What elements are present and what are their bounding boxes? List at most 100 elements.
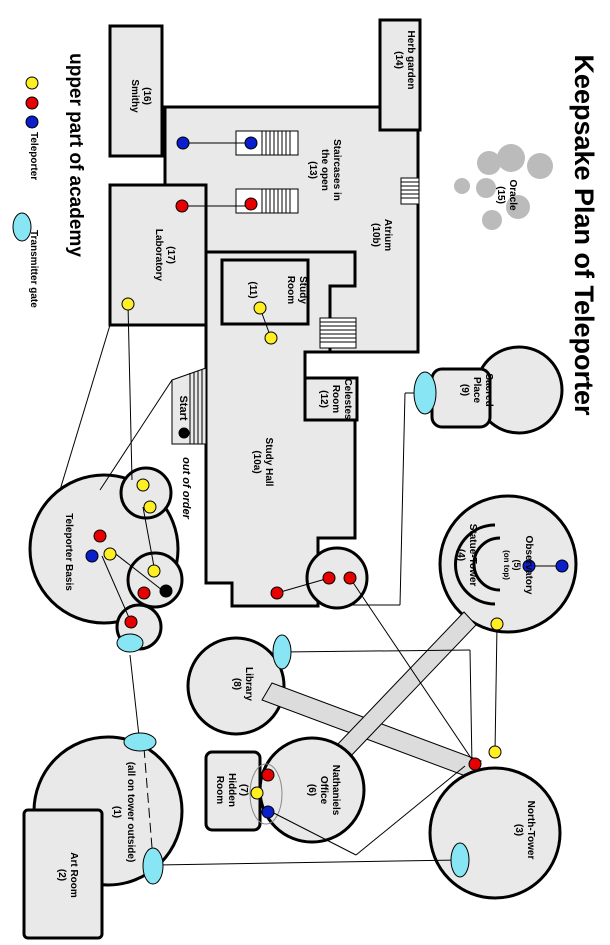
svg-text:(13): (13) <box>307 161 318 179</box>
teleporter-dots[interactable] <box>85 136 569 819</box>
hidden-room-label: (7) Hidden Room <box>214 773 249 807</box>
svg-text:Atrium: Atrium <box>382 219 393 251</box>
legend <box>12 76 39 242</box>
svg-text:(10b): (10b) <box>370 223 381 247</box>
herb-garden-room[interactable] <box>378 18 422 132</box>
teleporter-yellow-north <box>488 745 502 759</box>
svg-text:the open: the open <box>319 149 330 191</box>
corridor-stairs <box>319 317 357 349</box>
legend-teleporter-label: Teleporter <box>28 132 39 180</box>
teleporter-yellow-studyroom2 <box>264 331 278 345</box>
gate-basis <box>116 633 144 653</box>
teleporter-yellow-basis <box>103 547 117 561</box>
teleporter-yellow-statue <box>490 617 504 631</box>
svg-text:(8): (8) <box>231 678 242 690</box>
svg-text:(11): (11) <box>247 281 258 298</box>
teleporter-red-studyhall2 <box>322 571 336 585</box>
gate-tower1 <box>123 732 157 752</box>
svg-text:(16): (16) <box>141 87 152 105</box>
teleporter-black-start <box>178 427 190 439</box>
teleporter-blue-observatory2 <box>555 559 569 573</box>
svg-text:Sacred: Sacred <box>483 373 494 406</box>
svg-text:(6): (6) <box>306 784 317 796</box>
teleporter-pod-upper[interactable] <box>119 466 173 520</box>
svg-text:Study Hall: Study Hall <box>263 438 274 487</box>
study-room-label: Study Room (11) <box>247 276 308 304</box>
teleporter-red-pod <box>137 586 151 600</box>
teleporter-red-basis <box>93 529 107 543</box>
atrium-label: Atrium (10b) <box>370 219 393 251</box>
teleporter-red-office <box>261 768 275 782</box>
svg-text:(1): (1) <box>111 806 122 818</box>
connection-lines <box>59 142 562 866</box>
svg-text:(7): (7) <box>238 784 249 796</box>
teleporter-blue-smithy <box>176 136 190 150</box>
study-hall-label: Study Hall (10a) <box>251 438 274 487</box>
svg-text:North-Tower: North-Tower <box>525 801 536 860</box>
statue-tower[interactable] <box>438 494 578 634</box>
gate-north <box>450 842 470 878</box>
svg-text:(4): (4) <box>455 549 466 561</box>
art-room[interactable] <box>22 808 104 940</box>
teleporter-yellow-pod3 <box>147 564 161 578</box>
teleporter-yellow-pod2 <box>143 500 157 514</box>
svg-text:Place: Place <box>471 377 482 404</box>
svg-text:Room: Room <box>214 776 225 804</box>
oracle-label: Oracle (15) <box>495 179 518 211</box>
teleporter-yellow-office <box>250 786 264 800</box>
study-hall-pod[interactable] <box>305 546 369 610</box>
herb-garden-label: Herb garden (14) <box>393 31 416 90</box>
svg-text:Art Room: Art Room <box>68 852 79 898</box>
study-room[interactable] <box>220 258 310 326</box>
svg-text:Study: Study <box>297 276 308 304</box>
svg-text:Room: Room <box>285 276 296 304</box>
teleporter-red-lowerpod <box>124 615 138 629</box>
svg-text:Hidden: Hidden <box>226 773 237 807</box>
svg-text:(9): (9) <box>459 384 470 396</box>
teleporter-yellow-studyroom1 <box>253 301 267 315</box>
svg-text:(14): (14) <box>393 51 404 69</box>
svg-text:Herb garden: Herb garden <box>405 31 416 90</box>
laboratory-label: (17) Laboratory <box>153 229 176 282</box>
teleporter-blue-staircase <box>244 136 258 150</box>
teleporter-red-north <box>468 757 482 771</box>
smithy-label: (16) Smithy <box>129 79 152 113</box>
svg-text:(10a): (10a) <box>251 450 262 473</box>
teleporter-pod-right[interactable] <box>126 551 184 609</box>
observatory-label: Observatory (5) (on top) <box>502 536 534 595</box>
oracle-stones <box>454 144 553 230</box>
teleporter-red-staircase <box>244 197 258 211</box>
nathaniels-office-label: Nathaniels Office (6) <box>306 765 341 816</box>
tower1-label: (all on tower outside) (1) <box>111 762 136 863</box>
svg-text:(5): (5) <box>512 560 522 571</box>
map-subtitle: upper part of academy <box>65 53 86 257</box>
svg-text:Library: Library <box>243 667 254 701</box>
library-label: Library (8) <box>231 667 254 701</box>
teleporter-blue-office <box>261 805 275 819</box>
svg-text:(all on tower outside): (all on tower outside) <box>125 762 136 863</box>
legend-transmitter-label: Transmitter gate <box>28 230 39 308</box>
sacred-place[interactable] <box>430 345 564 435</box>
celestes-room[interactable] <box>303 376 359 422</box>
svg-text:Office: Office <box>318 776 329 805</box>
smithy-room[interactable] <box>108 24 164 158</box>
svg-text:Smithy: Smithy <box>129 79 140 113</box>
sacred-place-label: Sacred Place (9) <box>459 373 494 406</box>
out-of-order-label: out of order <box>180 457 192 519</box>
gate-library <box>272 634 292 670</box>
svg-text:Oracle: Oracle <box>507 179 518 211</box>
library-room[interactable] <box>186 636 286 736</box>
teleporter-blue-basis <box>85 549 99 563</box>
svg-text:Laboratory: Laboratory <box>153 229 164 282</box>
statue-tower-label: Statue-Tower (4) <box>455 524 478 587</box>
svg-text:(17): (17) <box>165 246 176 264</box>
transmitter-gates[interactable] <box>116 371 470 885</box>
north-tower[interactable] <box>428 766 562 900</box>
teleporter-basis-label: Teleporter Basis <box>63 513 74 591</box>
teleporter-red-lab <box>175 199 189 213</box>
teleporter-red-studyhall3 <box>343 571 357 585</box>
svg-text:(12): (12) <box>318 390 329 408</box>
svg-text:Room: Room <box>330 385 341 413</box>
svg-text:(on top): (on top) <box>502 550 511 580</box>
svg-text:Nathaniels: Nathaniels <box>330 765 341 816</box>
